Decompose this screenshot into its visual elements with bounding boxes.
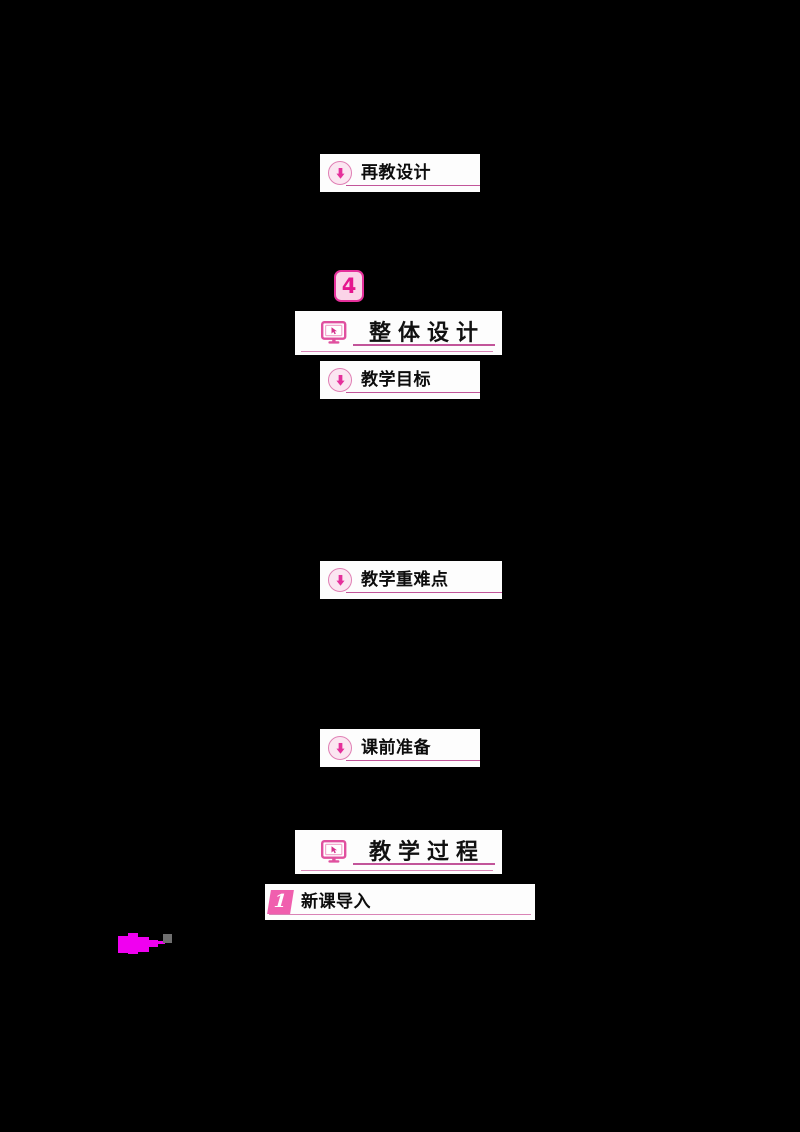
sub-heading-pre-class-prep: 课前准备: [320, 729, 480, 767]
heading-underline-outer: [301, 350, 493, 352]
sub-heading-key-difficulties: 教学重难点: [320, 561, 502, 599]
step-number-badge: 1: [267, 890, 294, 914]
section-heading-overall-design: 整体设计: [295, 311, 502, 355]
heading-underline-inner: [353, 344, 495, 346]
monitor-cursor-icon: [321, 840, 347, 864]
down-arrow-circle-icon: [328, 368, 352, 392]
step-number-value: 1: [273, 891, 288, 912]
section-heading-teaching-process: 教学过程: [295, 830, 502, 874]
sub-heading-reteach: 再教设计: [320, 154, 480, 192]
down-arrow-circle-icon: [328, 161, 352, 185]
section-band-teaching-process: 教学过程: [295, 830, 502, 874]
heading-underline: [269, 913, 531, 915]
section-band-overall-design: 整体设计: [295, 311, 502, 355]
step-heading-new-lesson-intro: 1 新课导入: [265, 884, 535, 920]
chapter-number-box: 4: [334, 270, 364, 302]
section-band-reteach: 再教设计: [320, 154, 480, 192]
artifact-gray-square: [163, 934, 172, 943]
sub-heading-label: 课前准备: [361, 737, 431, 758]
down-arrow-circle-icon: [328, 736, 352, 760]
section-heading-label: 教学过程: [369, 839, 486, 865]
heading-underline: [346, 184, 480, 186]
section-heading-label: 整体设计: [369, 320, 486, 346]
artifact-blob: [128, 933, 138, 954]
section-band-key-difficulties: 教学重难点: [320, 561, 502, 599]
scan-artifact-smudge: [118, 932, 172, 960]
artifact-blob: [136, 937, 149, 952]
sub-heading-label: 教学重难点: [361, 569, 449, 590]
artifact-blob: [147, 940, 158, 947]
heading-underline: [346, 759, 480, 761]
sub-heading-teaching-goals: 教学目标: [320, 361, 480, 399]
chapter-number-value: 4: [341, 273, 357, 298]
heading-underline-outer: [301, 869, 493, 871]
artifact-blob: [156, 941, 165, 944]
section-band-pre-class-prep: 课前准备: [320, 729, 480, 767]
section-band-teaching-goals: 教学目标: [320, 361, 480, 399]
step-heading-label: 新课导入: [301, 891, 371, 912]
sub-heading-label: 再教设计: [361, 162, 431, 183]
monitor-cursor-icon: [321, 321, 347, 345]
down-arrow-circle-icon: [328, 568, 352, 592]
section-band-step-one: 1 新课导入: [265, 884, 535, 920]
heading-underline: [346, 391, 480, 393]
heading-underline: [346, 591, 502, 593]
artifact-blob: [118, 936, 130, 953]
heading-underline-inner: [353, 863, 495, 865]
sub-heading-label: 教学目标: [361, 369, 431, 390]
